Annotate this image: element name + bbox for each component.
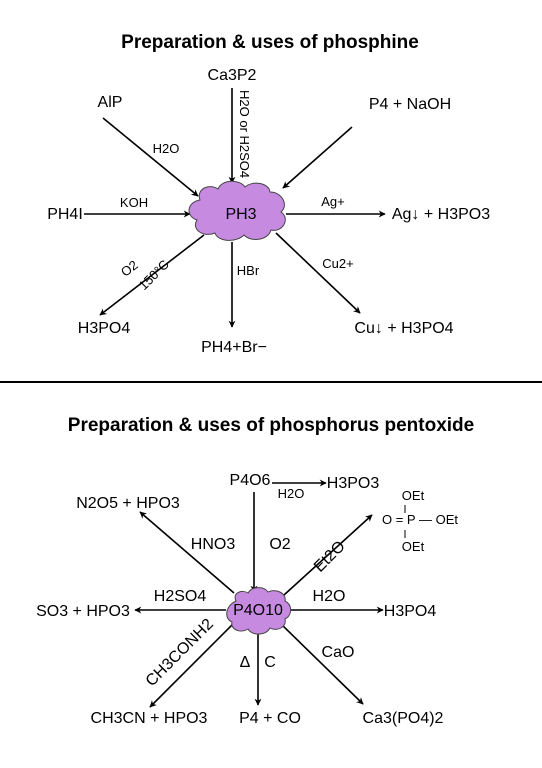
p4-co-node: P4 + CO [239, 710, 301, 727]
p4o10-cloud [226, 587, 292, 635]
p4o6-node: P4O6 [230, 472, 271, 489]
phosphate-node: O = P — OEt [382, 512, 458, 527]
arrow-alp-to-ph3 [102, 117, 199, 197]
h2o-label-bottom: H2O [313, 588, 346, 605]
h2o-label: H2O [153, 141, 180, 156]
arrow-p4o10-to-phosphate [283, 514, 373, 596]
et2o-label: Et2O [311, 538, 349, 576]
cu-product-node: Cu↓ + H3PO4 [354, 320, 453, 337]
h3po4-node-bottom: H3PO4 [384, 603, 437, 620]
ch3conh2-label: CH3CONH2 [143, 616, 217, 690]
o2-label: O2 [118, 257, 141, 279]
alp-node: AlP [98, 94, 123, 111]
arrow-p4naoh-to-ph3 [282, 126, 353, 189]
pentoxide-arrows [134, 479, 384, 708]
h3po4-node: H3PO4 [78, 320, 131, 337]
koh-label: KOH [120, 195, 148, 210]
ag-product-node: Ag↓ + H3PO3 [392, 206, 490, 223]
ph3-cloud [188, 180, 286, 241]
delta-label: Δ [240, 654, 251, 671]
ph3-center-label: PH3 [225, 206, 256, 223]
h2o-or-h2so4-label: H2O or H2SO4 [237, 90, 252, 178]
pentoxide-title: Preparation & uses of phosphorus pentoxi… [68, 415, 474, 436]
p4-naoh-node: P4 + NaOH [369, 96, 451, 113]
ph4br-node: PH4+Br− [201, 339, 267, 356]
hno3-label: HNO3 [191, 536, 236, 553]
ca3p2-node: Ca3P2 [208, 67, 257, 84]
ch3cn-hpo3-node: CH3CN + HPO3 [91, 710, 208, 727]
cao-label: CaO [322, 644, 355, 661]
phosphine-arrows [84, 88, 386, 328]
arrow-p4o10-to-ch3cn [149, 622, 235, 708]
n2o5-hpo3-node: N2O5 + HPO3 [76, 495, 180, 512]
phosphine-title: Preparation & uses of phosphine [121, 32, 419, 53]
h2so4-label: H2SO4 [154, 588, 207, 605]
temperature-label: 150°C [136, 257, 172, 293]
h2o-top-label: H2O [278, 486, 305, 501]
arrow-ph3-to-h3po4 [99, 234, 205, 316]
ph4i-node: PH4I [47, 206, 83, 223]
ag-plus-label: Ag+ [321, 194, 345, 209]
cu2plus-label: Cu2+ [322, 256, 353, 271]
arrow-ph3-to-cu [275, 232, 361, 314]
so3-hpo3-node: SO3 + HPO3 [36, 603, 130, 620]
oet-top-node: OEt [402, 488, 425, 503]
o2-label-bottom: O2 [269, 536, 290, 553]
carbon-label: C [264, 654, 276, 671]
oet-bottom-node: OEt [402, 539, 425, 554]
h3po3-node: H3PO3 [327, 475, 380, 492]
p4o10-center-label: P4O10 [233, 602, 283, 619]
arrow-p4o10-to-n2o5 [139, 511, 235, 594]
arrow-p4o10-to-ca3po4 [279, 622, 364, 705]
ca3po4-node: Ca3(PO4)2 [363, 710, 444, 727]
hbr-label: HBr [237, 263, 260, 278]
